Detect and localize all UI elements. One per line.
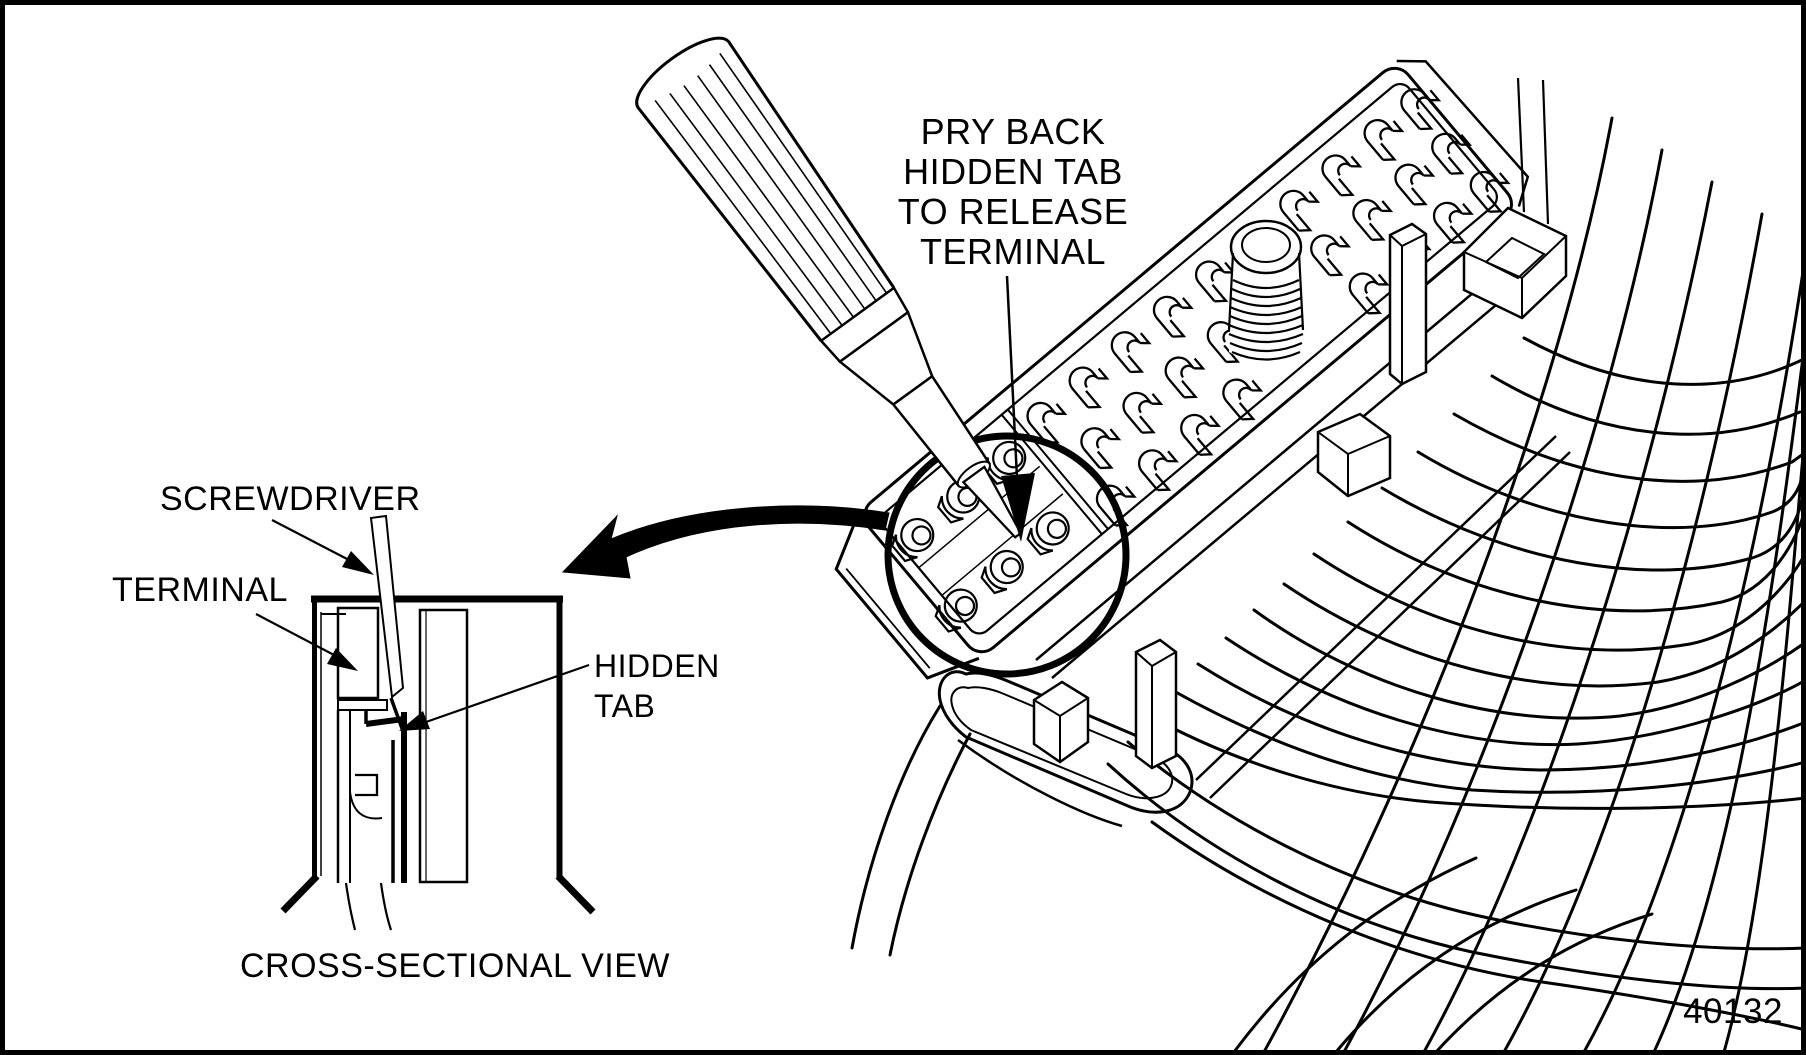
screwdriver-leader-line: [271, 519, 350, 561]
hidden-tab-shape: [364, 697, 407, 883]
callout-arrowhead: [1001, 473, 1035, 542]
callout-line-2: HIDDEN TAB: [903, 151, 1123, 192]
label-terminal: TERMINAL: [112, 571, 288, 609]
cavity-wall: [418, 608, 469, 884]
callout-line-3: TO RELEASE: [898, 191, 1128, 232]
hidden-tab-leader-line: [425, 663, 590, 724]
callout-line-4: TERMINAL: [920, 231, 1106, 272]
threaded-stud: [1227, 219, 1305, 363]
housing-strap: [937, 670, 1194, 828]
tall-post: [1388, 222, 1428, 386]
label-screwdriver: SCREWDRIVER: [160, 480, 421, 518]
mid-post: [1134, 638, 1178, 770]
callout-pry-back: PRY BACK HIDDEN TAB TO RELEASE TERMINAL: [898, 111, 1128, 542]
connector-side-rails: [1035, 260, 1571, 799]
cross-section-view: SCREWDRIVER TERMINAL HIDDEN TAB CROSS-SE…: [112, 480, 720, 985]
callout-line-1: PRY BACK: [921, 111, 1106, 152]
handle-flutes: [654, 52, 888, 335]
clip-bracket: [1462, 77, 1568, 320]
cross-section-caption: CROSS-SECTIONAL VIEW: [240, 947, 670, 985]
terminal-leader-arrowhead: [327, 648, 358, 671]
label-hidden-tab-line2: TAB: [594, 688, 655, 724]
wedge-post: [1032, 680, 1090, 764]
callout-leader-line: [1005, 275, 1019, 479]
main-illustration: PRY BACK HIDDEN TAB TO RELEASE TERMINAL: [561, 36, 1806, 1054]
magnify-arrow: [561, 505, 890, 579]
blade-cross-section: [369, 514, 405, 699]
connector-front-face: [834, 513, 980, 680]
screwdriver-leader-arrowhead: [342, 551, 374, 575]
cross-section-housing: [280, 595, 596, 915]
terminal-leader-line: [255, 613, 335, 656]
cross-section-labels: SCREWDRIVER TERMINAL HIDDEN TAB CROSS-SE…: [112, 480, 720, 985]
screwdriver: [635, 36, 1023, 539]
label-hidden-tab-line1: HIDDEN: [594, 648, 720, 684]
terminal-cross-section: [336, 606, 393, 931]
mounting-cube: [1316, 412, 1392, 498]
detail-circle: [884, 432, 1130, 678]
figure-number: 40132: [1683, 992, 1783, 1031]
hidden-tab-leader-arrowhead: [399, 711, 430, 731]
wire-bundle: [850, 116, 1806, 1054]
screwdriver-blade: [961, 465, 1023, 539]
